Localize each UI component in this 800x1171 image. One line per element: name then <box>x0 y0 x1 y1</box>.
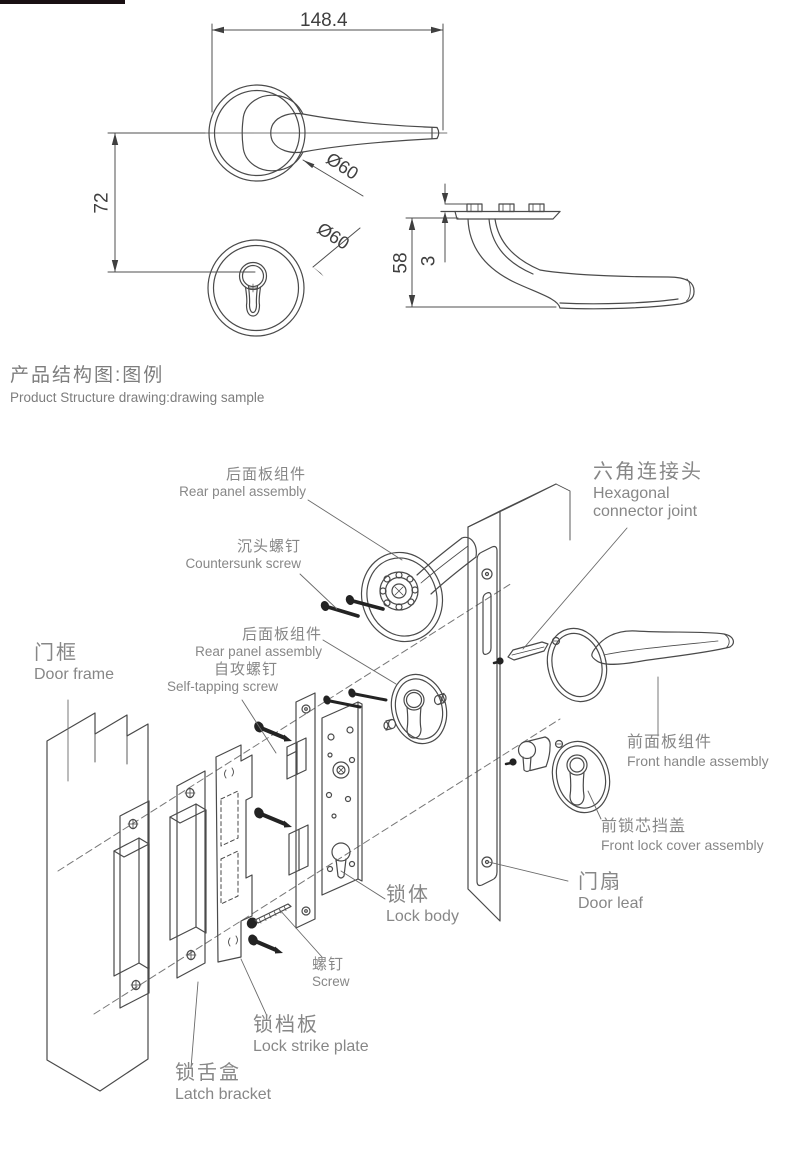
dim-total-length <box>211 23 444 131</box>
label-door-frame-cn: 门框 <box>34 642 78 664</box>
label-hex-connector: 六角连接头 Hexagonal connector joint <box>593 461 703 522</box>
label-strike-en: Lock strike plate <box>253 1037 369 1055</box>
label-hex-cn: 六角连接头 <box>593 461 703 483</box>
front-cylinder-part <box>504 736 551 773</box>
label-screw: 螺钉 Screw <box>312 956 350 990</box>
label-rear-panel-1-en: Rear panel assembly <box>179 483 306 499</box>
label-front-handle-cn: 前面板组件 <box>627 734 713 751</box>
screw-st1 <box>254 721 292 742</box>
dim-side-height <box>405 217 557 308</box>
dim-label-plate-thickness: 3 <box>418 255 440 267</box>
label-lock-body: 锁体 Lock body <box>386 884 459 926</box>
label-latch-bracket: 锁舌盒 Latch bracket <box>175 1062 271 1104</box>
label-door-leaf: 门扇 Door leaf <box>578 871 643 913</box>
label-screw-en: Screw <box>312 973 350 989</box>
countersunk-screws <box>320 595 385 618</box>
label-door-leaf-en: Door leaf <box>578 894 643 912</box>
label-rear-panel-2-en: Rear panel assembly <box>195 643 322 659</box>
assembly-center-lines <box>57 582 561 1015</box>
strike-plate-part <box>215 744 253 963</box>
label-door-frame-en: Door frame <box>34 665 115 683</box>
screw-st2 <box>254 807 292 828</box>
title-block: 产品结构图:图例 Product Structure drawing:drawi… <box>10 360 264 405</box>
door-leaf-part <box>467 483 571 922</box>
screw-st3 <box>248 934 283 954</box>
side-view-handle <box>440 203 695 310</box>
label-front-cover-en: Front lock cover assembly <box>601 836 764 853</box>
door-frame-part <box>46 712 149 1092</box>
rear-escutcheon-screws <box>323 688 388 709</box>
label-lock-body-en: Lock body <box>386 907 459 925</box>
label-self-tap-cn: 自攻螺钉 <box>213 661 278 678</box>
label-lock-body-cn: 锁体 <box>386 884 430 906</box>
self-tapping-screws <box>248 721 292 954</box>
label-countersunk-en: Countersunk screw <box>185 555 301 571</box>
label-strike-cn: 锁档板 <box>253 1014 319 1036</box>
rear-escutcheon <box>383 673 448 745</box>
label-self-tap-en: Self-tapping screw <box>166 678 278 694</box>
label-hex-en1: Hexagonal <box>593 484 670 502</box>
label-rear-panel-assembly-1: 后面板组件 Rear panel assembly <box>179 466 306 500</box>
dim-plate-thickness <box>441 183 468 263</box>
label-countersunk-screw: 沉头螺钉 Countersunk screw <box>185 538 301 572</box>
title-en: Product Structure drawing:drawing sample <box>10 390 265 405</box>
front-escutcheon <box>551 739 611 814</box>
screw-threaded <box>246 903 292 929</box>
label-latch-cn: 锁舌盒 <box>175 1062 241 1084</box>
front-view-escutcheon <box>207 239 305 337</box>
rear-handle-assembly <box>360 536 477 643</box>
dim-center-distance <box>107 132 256 273</box>
label-countersunk-cn: 沉头螺钉 <box>236 538 301 555</box>
dim-rose-dia-bottom <box>312 227 361 277</box>
dim-rose-dia-top <box>302 159 364 197</box>
label-front-cover-cn: 前锁芯挡盖 <box>601 818 687 835</box>
front-view-handle <box>202 84 448 182</box>
label-rear-panel-2-cn: 后面板组件 <box>241 626 322 643</box>
label-rear-panel-1-cn: 后面板组件 <box>225 466 306 483</box>
front-handle-assembly-part <box>546 627 734 703</box>
label-front-handle-en: Front handle assembly <box>627 752 769 769</box>
label-rear-panel-assembly-2: 后面板组件 Rear panel assembly <box>195 626 322 660</box>
dim-label-side-height: 58 <box>390 252 412 274</box>
lock-body-part <box>286 692 363 929</box>
label-hex-en2: connector joint <box>593 503 698 521</box>
label-door-leaf-cn: 门扇 <box>578 871 622 893</box>
label-latch-en: Latch bracket <box>175 1085 272 1103</box>
leader-lines <box>67 499 659 1069</box>
hex-connector-part <box>492 641 549 665</box>
dim-label-total-length: 148.4 <box>300 10 348 31</box>
label-self-tapping-screw: 自攻螺钉 Self-tapping screw <box>167 661 278 695</box>
label-lock-strike-plate: 锁档板 Lock strike plate <box>253 1014 369 1056</box>
label-screw-cn: 螺钉 <box>312 956 345 973</box>
title-cn: 产品结构图:图例 <box>10 365 165 386</box>
dimension-drawing <box>107 23 695 337</box>
dim-label-center-distance: 72 <box>91 192 113 214</box>
page-header-bar <box>0 0 125 4</box>
exploded-view-drawing <box>46 483 734 1092</box>
label-door-frame: 门框 Door frame <box>34 642 114 684</box>
label-front-handle-assembly: 前面板组件 Front handle assembly <box>627 734 769 769</box>
latch-bracket-b <box>169 770 207 979</box>
label-front-lock-cover: 前锁芯挡盖 Front lock cover assembly <box>601 818 764 853</box>
latch-bracket-a <box>113 800 150 1009</box>
